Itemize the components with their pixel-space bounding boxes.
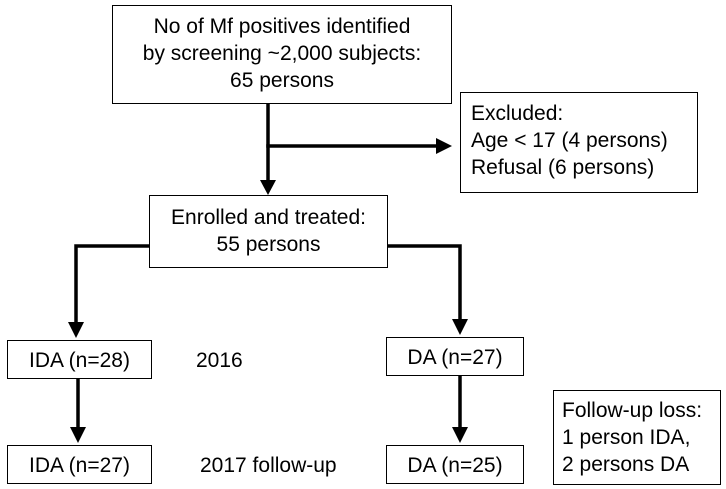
arrowhead-down-icon (452, 427, 468, 443)
connector-enrolled-to-da (386, 244, 462, 322)
follow-up-loss-heading: Follow-up loss: (562, 399, 703, 422)
enrolled-heading: Enrolled and treated: (171, 206, 366, 229)
follow-up-loss-da: 2 persons DA (562, 453, 690, 476)
year-2016-label: 2016 (196, 349, 243, 372)
ida-2016-label: IDA (n=28) (29, 349, 130, 372)
da-2017-box: DA (n=25) (386, 445, 524, 484)
arrowhead-down-icon (70, 427, 86, 443)
excluded-refusal-line: Refusal (6 persons) (471, 156, 655, 179)
excluded-age-line: Age < 17 (4 persons) (471, 129, 668, 152)
enrolled-box: Enrolled and treated: 55 persons (149, 195, 388, 268)
ida-2017-label: IDA (n=27) (29, 454, 130, 477)
screening-line-2: by screening ~2,000 subjects: (142, 42, 422, 65)
arrowhead-down-icon (68, 322, 84, 338)
screening-box: No of Mf positives identified by screeni… (112, 5, 452, 104)
follow-up-loss-box: Follow-up loss: 1 person IDA, 2 persons … (553, 390, 721, 485)
screening-line-1: No of Mf positives identified (153, 15, 411, 38)
connector-enrolled-to-ida (74, 244, 151, 325)
arrowhead-right-icon (436, 138, 452, 154)
ida-2016-box: IDA (n=28) (7, 340, 152, 379)
follow-up-loss-ida: 1 person IDA, (562, 426, 691, 449)
screening-line-3: 65 persons (230, 69, 334, 92)
year-2017-follow-up-label: 2017 follow-up (200, 454, 337, 477)
da-2017-label: DA (n=25) (407, 454, 503, 477)
da-2016-box: DA (n=27) (386, 337, 524, 376)
excluded-heading: Excluded: (471, 102, 564, 125)
arrowhead-down-icon (452, 319, 468, 335)
ida-2017-box: IDA (n=27) (7, 445, 152, 484)
excluded-box: Excluded: Age < 17 (4 persons) Refusal (… (460, 92, 698, 193)
arrowhead-down-icon (260, 180, 276, 195)
enrolled-count: 55 persons (216, 233, 321, 256)
da-2016-label: DA (n=27) (407, 346, 503, 369)
